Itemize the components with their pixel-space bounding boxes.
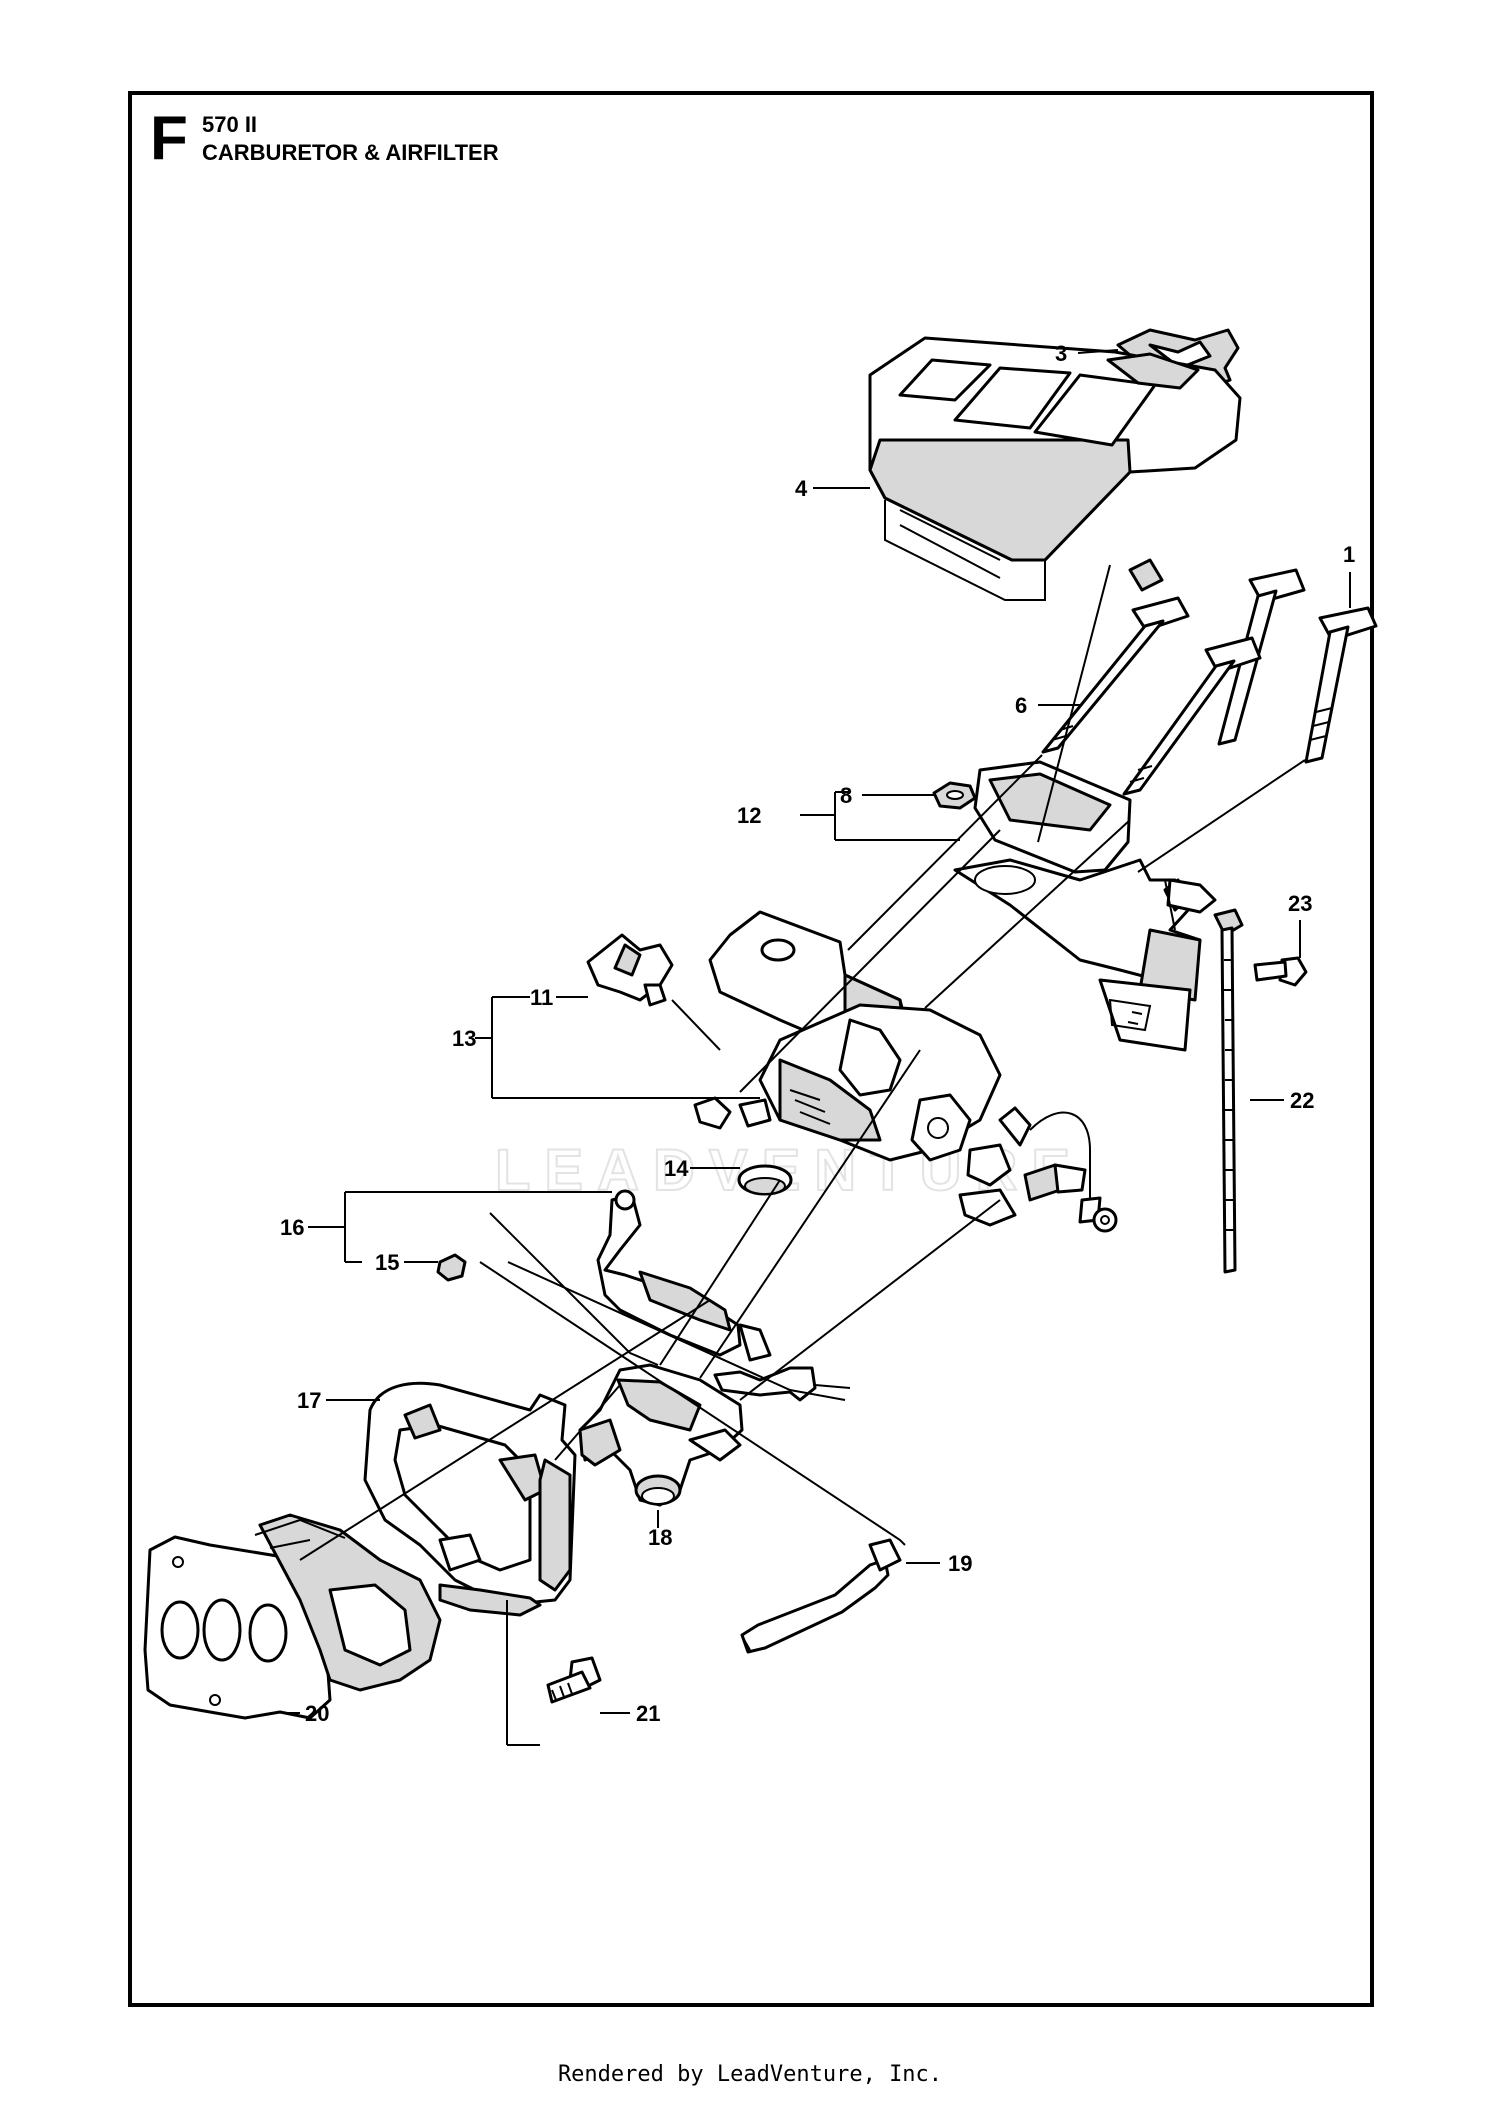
section-letter: F — [150, 104, 188, 173]
part-17-gasket[interactable] — [363, 1381, 577, 1617]
callout-23: 23 — [1288, 891, 1312, 916]
callout-3: 3 — [1055, 341, 1067, 366]
part-4-filter-cover[interactable] — [868, 336, 1242, 601]
callout-18: 18 — [648, 1525, 672, 1550]
callout-15: 15 — [375, 1250, 399, 1275]
leader-lines — [282, 349, 1351, 1746]
callout-16: 16 — [280, 1215, 304, 1240]
callout-1: 1 — [1343, 542, 1355, 567]
part-1-bolt-right[interactable] — [1304, 606, 1378, 764]
callout-17: 17 — [297, 1388, 321, 1413]
part-19-impulse-hose[interactable] — [740, 1538, 902, 1654]
part-12-carb-housing[interactable] — [953, 760, 1217, 1052]
part-6-bolt[interactable] — [1041, 596, 1190, 754]
part-21-screw[interactable] — [546, 1656, 602, 1704]
footer-credit: Rendered by LeadVenture, Inc. — [557, 2062, 943, 2087]
part-20-intake-manifold[interactable] — [143, 1513, 442, 1720]
callout-19: 19 — [948, 1551, 972, 1576]
diagram-frame — [128, 91, 1374, 2007]
part-15-small-nut[interactable] — [436, 1253, 467, 1282]
callout-13: 13 — [452, 1026, 476, 1051]
part-8-nut[interactable] — [932, 781, 977, 810]
callout-8: 8 — [840, 783, 852, 808]
callout-22: 22 — [1290, 1088, 1314, 1113]
model-label: 570 II — [202, 112, 258, 137]
callout-14: 14 — [664, 1156, 689, 1181]
part-bolt-2[interactable] — [1217, 568, 1306, 746]
part-11-lever[interactable] — [586, 933, 674, 1007]
callout-21: 21 — [636, 1701, 660, 1726]
part-22-cable-tie[interactable] — [1213, 908, 1244, 1274]
callout-6: 6 — [1015, 693, 1027, 718]
callout-4: 4 — [795, 476, 808, 501]
part-13-carburetor[interactable] — [693, 910, 1118, 1233]
callout-11: 11 — [530, 985, 553, 1010]
part-23-screw[interactable] — [1253, 956, 1308, 987]
callout-12: 12 — [737, 803, 761, 828]
part-14-ring[interactable] — [737, 1164, 793, 1196]
diagram-title: CARBURETOR & AIRFILTER — [202, 140, 499, 165]
part-bolt-4[interactable] — [1122, 636, 1262, 796]
part-16-throttle-link[interactable] — [596, 1189, 817, 1402]
callout-20: 20 — [305, 1701, 329, 1726]
part-18-intake-elbow[interactable] — [578, 1363, 744, 1507]
callout-labels: 3 4 1 6 8 12 23 11 13 22 14 16 15 17 18 … — [280, 341, 1355, 1726]
